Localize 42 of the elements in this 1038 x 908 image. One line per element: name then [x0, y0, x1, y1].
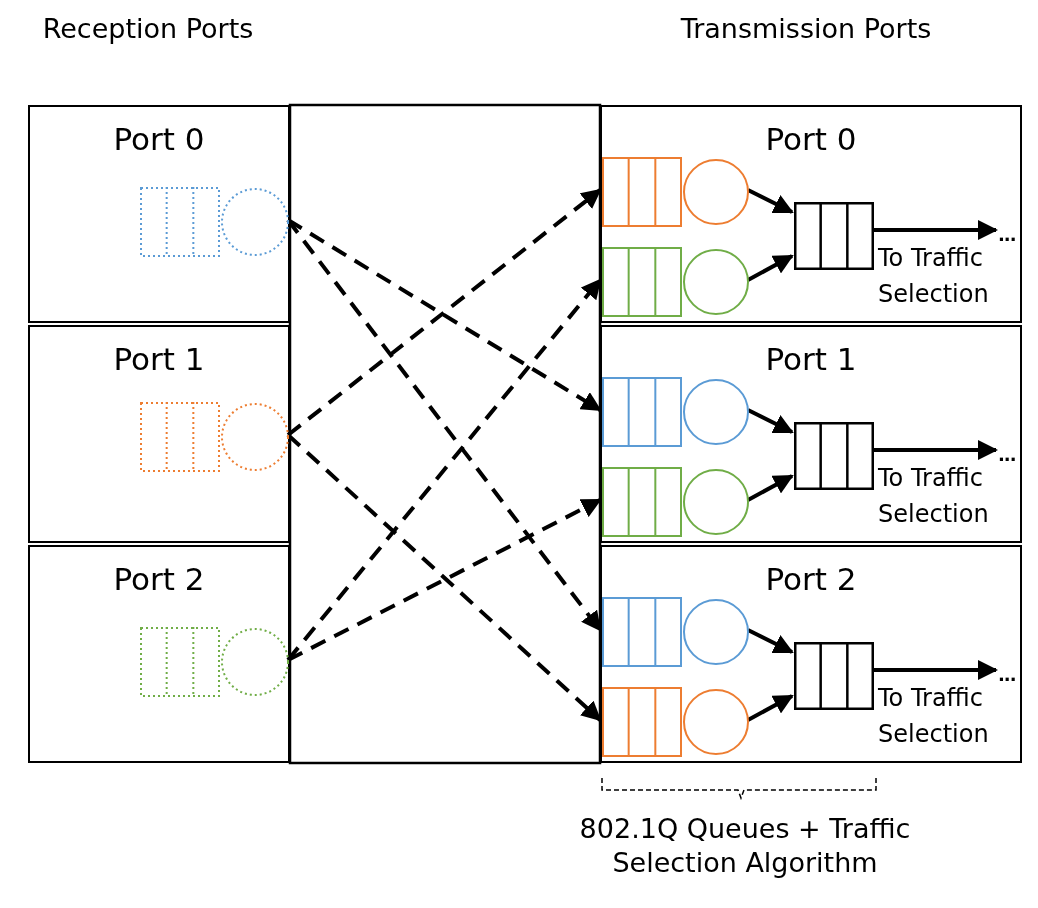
arrow: [747, 254, 794, 282]
arrow: [872, 660, 998, 680]
output-queue-drawing: [794, 642, 874, 710]
port-box: [600, 325, 1022, 543]
ellipsis-text: ...: [998, 222, 1022, 248]
port-box: [28, 105, 290, 323]
port-title: Port 0: [764, 121, 858, 157]
arrow: [747, 474, 794, 502]
queue-drawing: [602, 687, 750, 757]
arrow: [747, 694, 794, 722]
arrow: [287, 498, 602, 662]
queue-drawing: [140, 187, 290, 257]
port-title: Port 1: [764, 341, 858, 377]
arrow: [872, 220, 998, 240]
queue-drawing: [602, 157, 750, 227]
output-queue-drawing: [794, 202, 874, 270]
arrow: [286, 188, 602, 437]
arrow: [286, 278, 602, 662]
bracket-label: 802.1Q Queues + Traffic Selection Algorithm: [578, 812, 912, 880]
arrow: [747, 628, 794, 654]
ellipsis-text: ...: [998, 442, 1022, 468]
arrow: [872, 440, 998, 460]
output-queue-drawing: [794, 422, 874, 490]
column-heading: Transmission Ports: [680, 12, 932, 46]
port-title: Port 0: [112, 121, 206, 157]
queue-drawing: [602, 467, 750, 537]
port-title: Port 1: [112, 341, 206, 377]
port-title: Port 2: [764, 561, 858, 597]
ellipsis-text: ...: [998, 662, 1022, 688]
port-box: [28, 325, 290, 543]
queue-drawing: [602, 597, 750, 667]
port-box: [600, 545, 1022, 763]
queue-drawing: [602, 377, 750, 447]
column-heading: Reception Ports: [41, 12, 255, 46]
queue-drawing: [602, 247, 750, 317]
port-box: [28, 545, 290, 763]
arrow: [747, 188, 794, 214]
queue-drawing: [140, 402, 290, 472]
port-box: [600, 105, 1022, 323]
queue-drawing: [140, 627, 290, 697]
arrow: [747, 408, 794, 434]
port-title: Port 2: [112, 561, 206, 597]
